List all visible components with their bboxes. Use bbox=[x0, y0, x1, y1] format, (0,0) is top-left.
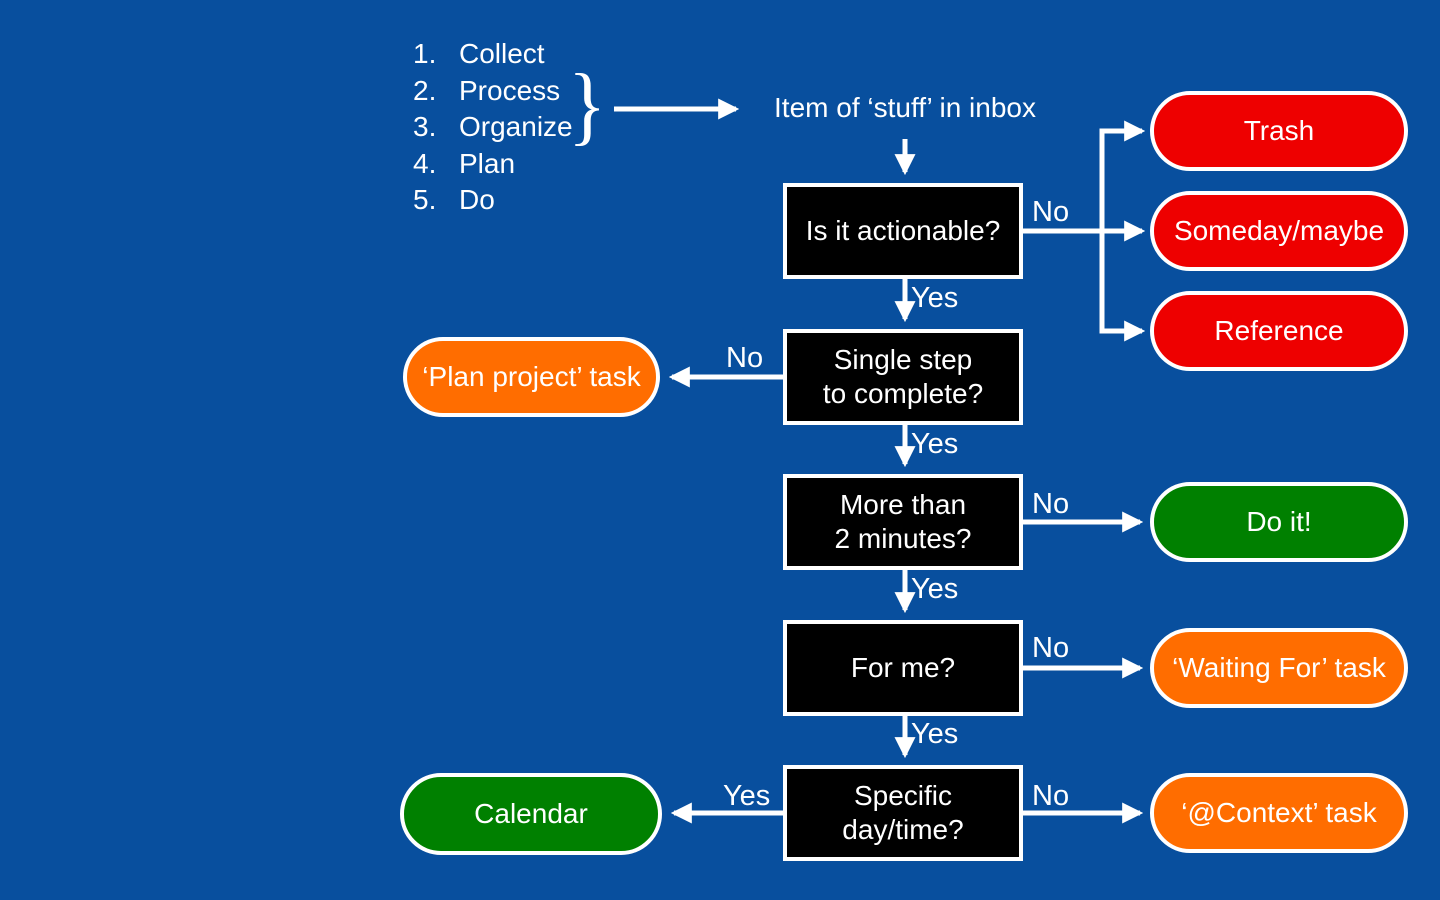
edge-label-yes-2-minutes: Yes bbox=[911, 573, 959, 605]
list-label: Organize bbox=[459, 111, 573, 142]
terminal-label: ‘Waiting For’ task bbox=[1172, 652, 1386, 683]
inbox-item-label: Item of ‘stuff’ in inbox bbox=[774, 92, 1036, 123]
edge-label-no-single-step: No bbox=[726, 342, 764, 374]
decision-text-line: 2 minutes? bbox=[834, 523, 972, 554]
decision-single-step: Single step to complete? bbox=[783, 329, 1023, 425]
list-item-do: 5. Do bbox=[413, 182, 573, 219]
process-list: 1. Collect 2. Process 3. Organize 4. Pla… bbox=[413, 36, 573, 219]
terminal-do-it: Do it! bbox=[1150, 482, 1408, 562]
terminal-label: Reference bbox=[1214, 315, 1344, 346]
edge-label-yes-day-time: Yes bbox=[723, 780, 771, 812]
decision-for-me: For me? bbox=[783, 620, 1023, 716]
list-label: Collect bbox=[459, 38, 545, 69]
edge-label-no-actionable: No bbox=[1032, 196, 1070, 228]
terminal-plan-project-task: ‘Plan project’ task bbox=[403, 337, 660, 417]
list-number: 4. bbox=[413, 147, 437, 179]
terminal-label: ‘Plan project’ task bbox=[422, 361, 641, 392]
edge-label-no-for-me: No bbox=[1032, 632, 1070, 664]
terminal-label: Calendar bbox=[474, 798, 588, 829]
terminal-label: Trash bbox=[1243, 115, 1315, 146]
edge-label-yes-actionable: Yes bbox=[911, 282, 959, 314]
terminal-context-task: ‘@Context’ task bbox=[1150, 773, 1408, 853]
list-item-process: 2. Process bbox=[413, 73, 573, 110]
list-item-organize: 3. Organize bbox=[413, 109, 573, 146]
decision-text-line: Is it actionable? bbox=[805, 215, 1001, 246]
decision-is-it-actionable: Is it actionable? bbox=[783, 183, 1023, 279]
list-label: Process bbox=[459, 74, 561, 106]
terminal-label: Do it! bbox=[1246, 506, 1312, 537]
edge-label-no-2-minutes: No bbox=[1032, 488, 1070, 520]
terminal-someday-maybe: Someday/maybe bbox=[1150, 191, 1408, 271]
terminal-reference: Reference bbox=[1150, 291, 1408, 371]
list-item-plan: 4. Plan bbox=[413, 146, 573, 183]
decision-text-line: day/time? bbox=[842, 814, 964, 845]
decision-specific-day-time: Specific day/time? bbox=[783, 765, 1023, 861]
list-label: Plan bbox=[459, 147, 516, 179]
list-item-collect: 1. Collect bbox=[413, 36, 573, 73]
decision-text-line: More than bbox=[839, 489, 967, 520]
list-number: 3. bbox=[413, 111, 437, 142]
list-number: 2. bbox=[413, 74, 437, 106]
decision-text-line: to complete? bbox=[822, 378, 984, 409]
edge-label-yes-single-step: Yes bbox=[911, 428, 959, 460]
terminal-calendar: Calendar bbox=[400, 773, 662, 855]
terminal-label: Someday/maybe bbox=[1173, 215, 1385, 246]
edge-label-yes-for-me: Yes bbox=[911, 718, 959, 750]
brace-glyph: } bbox=[568, 57, 607, 154]
list-number: 5. bbox=[413, 184, 437, 215]
list-label: Do bbox=[459, 184, 495, 215]
decision-text-line: Single step bbox=[833, 344, 973, 375]
decision-more-than-2-minutes: More than 2 minutes? bbox=[783, 474, 1023, 570]
edge-label-no-day-time: No bbox=[1032, 780, 1070, 812]
terminal-waiting-for-task: ‘Waiting For’ task bbox=[1150, 628, 1408, 708]
terminal-label: ‘@Context’ task bbox=[1181, 797, 1377, 828]
list-number: 1. bbox=[413, 38, 437, 69]
terminal-trash: Trash bbox=[1150, 91, 1408, 171]
decision-text-line: Specific bbox=[853, 780, 953, 811]
decision-text-line: For me? bbox=[850, 652, 956, 683]
